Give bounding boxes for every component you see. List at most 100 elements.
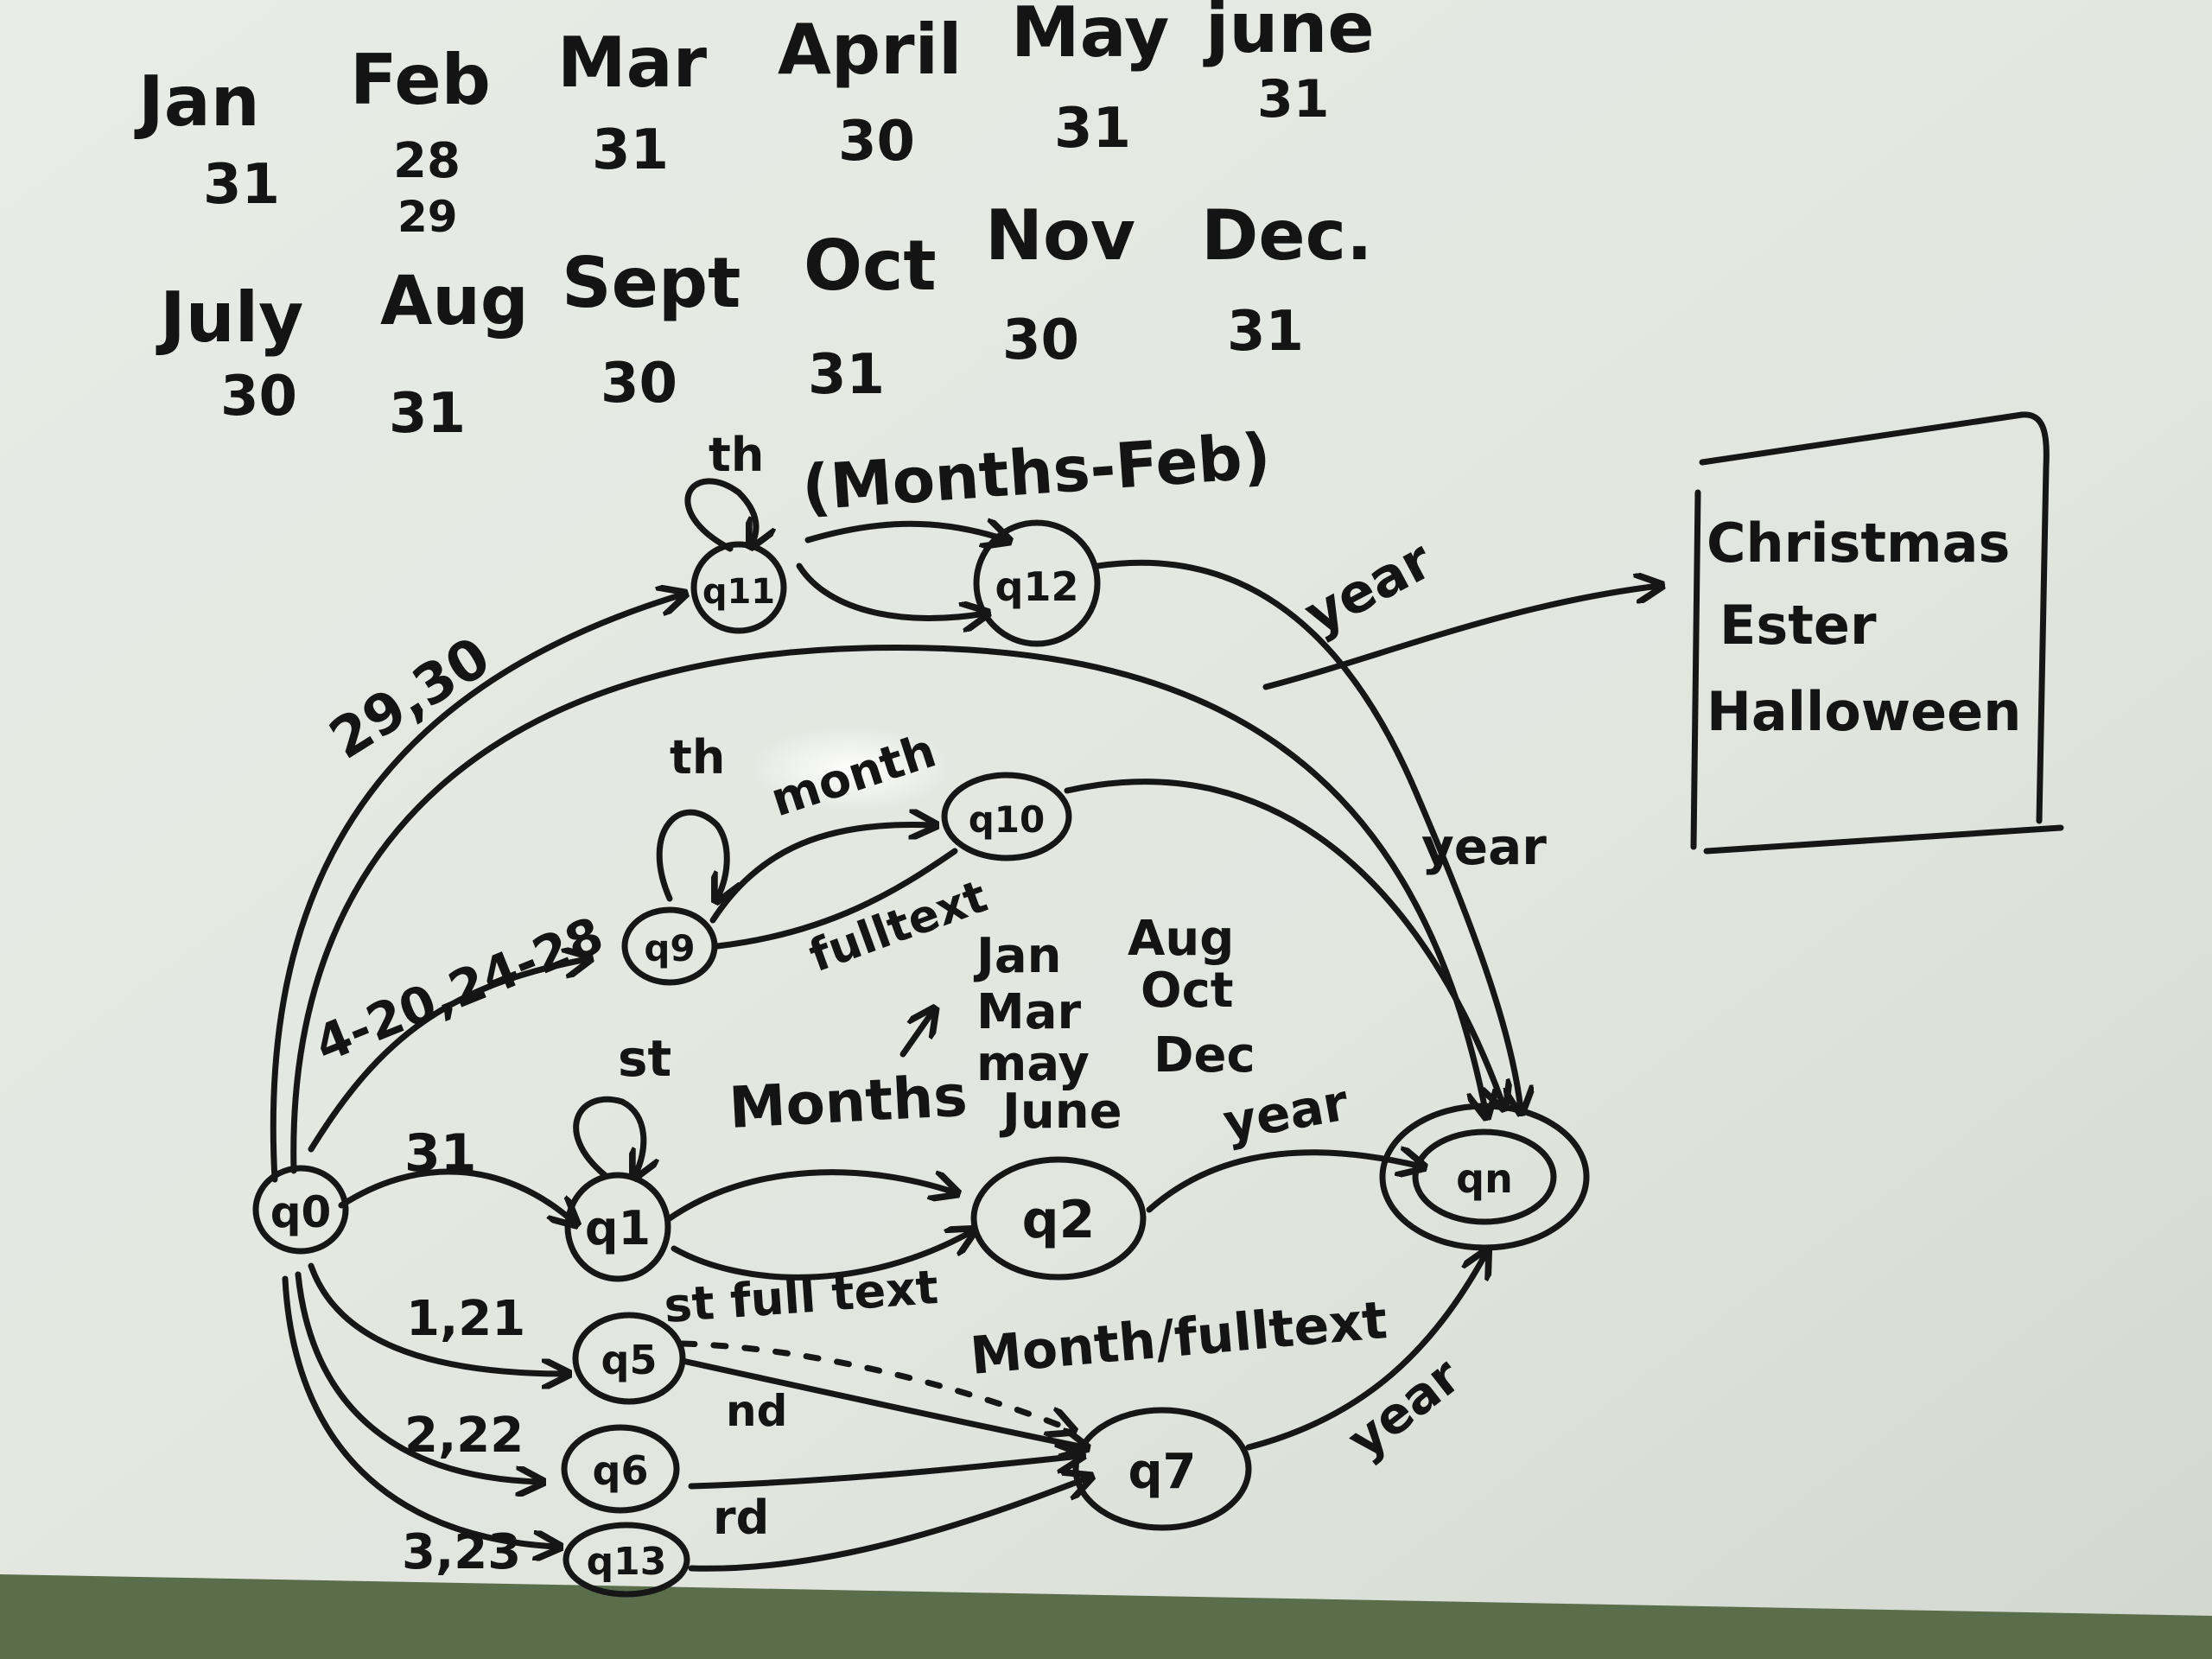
days-value: 31: [203, 153, 280, 217]
holiday-item: Christmas: [1707, 512, 2010, 575]
month-label: May: [1011, 0, 1169, 73]
edge-q11-q12-upper: [804, 524, 1007, 540]
board-tray: [0, 1574, 2212, 1659]
months-arrow: [899, 1011, 933, 1058]
state-q2: q2: [970, 1156, 1147, 1281]
month-label: Mar: [557, 22, 708, 103]
edge-q6-q7: [688, 1456, 1080, 1490]
edge-label-1-21: 1,21: [406, 1291, 525, 1347]
edge-to-holidays: [1262, 586, 1659, 690]
loop-q9: [656, 809, 727, 899]
loop-q11: [684, 478, 756, 549]
edge-label-31: 31: [404, 1123, 477, 1184]
edge-q0-top-arc: [290, 645, 1486, 1174]
edge-label-nd: nd: [726, 1386, 787, 1436]
state-label: q6: [593, 1447, 649, 1494]
edge-q5-q7: [679, 1357, 1084, 1447]
month-list-item: Oct: [1141, 963, 1234, 1019]
days-value: 29: [397, 192, 458, 242]
days-value: 30: [220, 365, 297, 429]
month-label: April: [778, 10, 962, 90]
edge-q10-qn: [1064, 779, 1503, 1106]
holidays-box-outline: [1690, 411, 2064, 855]
edge-q0-q5: [308, 1262, 566, 1374]
state-label: q12: [995, 563, 1079, 610]
light-glare: [747, 726, 955, 812]
month-label: Oct: [804, 226, 937, 306]
edge-q1-q2-lower: [671, 1231, 972, 1281]
state-qn-final: qn: [1379, 1103, 1590, 1251]
state-q10: q10: [941, 772, 1072, 861]
state-label: qn: [1456, 1155, 1513, 1202]
month-label: Dec.: [1201, 195, 1372, 276]
automaton-states: q0 q11 q12 q10 q9 q1 q2 qn: [252, 519, 1590, 1598]
state-q13: q13: [563, 1522, 690, 1598]
edge-label-3-23: 3,23: [402, 1524, 521, 1580]
loop-label-th: th: [670, 730, 725, 785]
days-value: 31: [592, 118, 669, 182]
state-q0: q0: [252, 1165, 349, 1255]
calendar-block: Jan Feb Mar April May june 31 28 29 31 3…: [134, 0, 1375, 446]
state-q12: q12: [973, 519, 1101, 647]
edge-q12-qn: [1094, 559, 1521, 1110]
month-label: Nov: [985, 195, 1135, 276]
edge-q1-q2-upper: [666, 1169, 955, 1222]
days-value: 30: [601, 352, 677, 416]
state-q11: q11: [690, 541, 787, 634]
days-value: 30: [1002, 308, 1079, 372]
edge-q9-q10-lower: [714, 848, 958, 950]
days-value: 31: [808, 343, 885, 407]
edge-q5-q7-dashed: [679, 1340, 1071, 1430]
month-label: june: [1203, 0, 1375, 68]
month-label: Sept: [562, 243, 741, 323]
state-label: q2: [1022, 1190, 1096, 1250]
state-label: q11: [702, 572, 775, 612]
state-q1: q1: [564, 1172, 671, 1282]
state-q6: q6: [561, 1424, 680, 1514]
month-list-item: may: [976, 1036, 1090, 1092]
month-list-item: June: [999, 1084, 1122, 1140]
month-list-item: Aug: [1128, 911, 1234, 967]
edge-q0-q6: [295, 1271, 540, 1482]
month-label: Feb: [350, 40, 491, 120]
month-label: Jan: [134, 61, 260, 142]
state-q9: q9: [621, 906, 718, 986]
holiday-item: Ester: [1719, 594, 1877, 657]
edge-q0-q9: [308, 959, 588, 1153]
days-value: 31: [1257, 69, 1330, 130]
edge-q7-qn: [1245, 1253, 1486, 1451]
edge-label-year: year: [1421, 817, 1547, 876]
month-label: Aug: [380, 263, 529, 340]
state-label: q7: [1128, 1444, 1196, 1500]
edge-q0-q7: [282, 1275, 557, 1547]
state-label: q5: [601, 1337, 658, 1383]
state-label: q1: [585, 1201, 651, 1255]
state-label: q13: [587, 1540, 667, 1584]
holiday-item: Halloween: [1707, 680, 2021, 743]
days-value: 28: [393, 133, 461, 189]
edge-q0-q11: [270, 594, 683, 1183]
loop-label-th: th: [709, 428, 764, 482]
state-label: q0: [270, 1187, 332, 1237]
month-list-item: Mar: [976, 984, 1082, 1040]
edge-label-rd: rd: [713, 1491, 769, 1545]
edge-q9-q10-upper: [709, 824, 933, 924]
days-value: 31: [389, 382, 466, 446]
days-value: 30: [838, 110, 915, 174]
holidays-box: Christmas Ester Halloween: [1690, 411, 2064, 855]
month-list-item: Dec: [1154, 1027, 1255, 1084]
edge-q11-q12-lower: [796, 563, 985, 618]
automaton-edges: [270, 478, 1659, 1572]
month-label: July: [156, 277, 303, 358]
state-label: q9: [644, 927, 695, 969]
days-value: 31: [1227, 300, 1304, 364]
state-q5: q5: [572, 1312, 686, 1405]
days-value: 31: [1054, 97, 1131, 161]
state-label: q10: [969, 798, 1046, 841]
edge-q0-q1: [338, 1168, 575, 1223]
state-q7: q7: [1072, 1407, 1252, 1531]
edge-q7-q7-in: [688, 1478, 1089, 1572]
loop-label-st: st: [618, 1029, 671, 1088]
